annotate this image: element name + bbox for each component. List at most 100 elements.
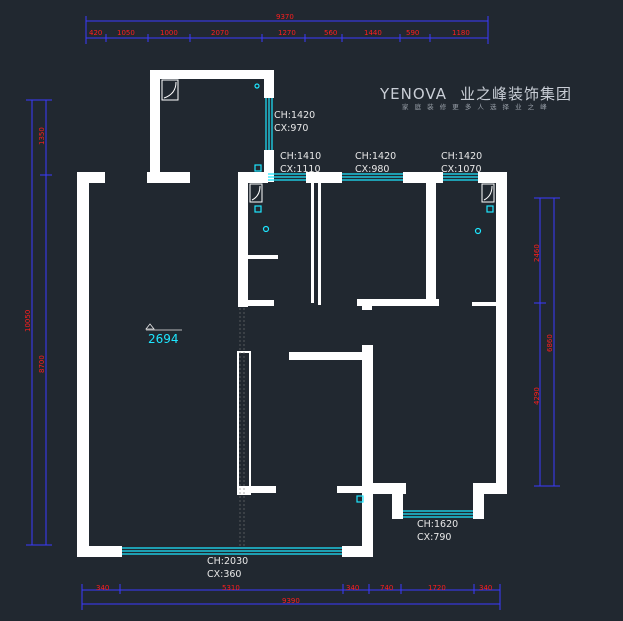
right-lower-dim: 4290 [533, 387, 541, 405]
wall-north-upper-2 [306, 172, 342, 183]
wall-stub-2 [248, 300, 274, 306]
wall-stub-4 [362, 306, 372, 310]
guide-lines [239, 308, 245, 546]
windows [122, 83, 494, 555]
wall-stub-7 [337, 486, 363, 493]
wall-bump-west [150, 70, 160, 183]
walls [77, 70, 507, 557]
wall-east [496, 172, 507, 492]
wall-partition-thin-2 [318, 183, 321, 305]
window-north-1 [268, 173, 306, 181]
wall-bay-east [473, 483, 484, 519]
top-seg-2: 1050 [117, 29, 135, 37]
wall-north-upper-3 [403, 172, 443, 183]
window-1-cx: CX:970 [274, 123, 308, 134]
window-north-2 [342, 173, 403, 181]
window-south-living [122, 547, 342, 555]
logo-brand: YENOVA [379, 85, 447, 103]
wall-bay-top-right [473, 483, 507, 494]
window-labels: CH:1420 CX:970 CH:1410 CX:1110 CH:1420 C… [207, 110, 482, 580]
pipe-shafts [161, 79, 495, 203]
window-4-cx: CX:1070 [441, 164, 482, 175]
window-bump-east [265, 98, 273, 150]
window-4-ch: CH:1420 [441, 151, 482, 162]
logo-slogan: 家 庭 装 修 更 多 人 选 择 业 之 峰 [402, 102, 549, 111]
right-dimension-chain [534, 197, 560, 487]
window-6-ch: CH:2030 [207, 556, 248, 567]
top-seg-5: 1270 [278, 29, 296, 37]
wall-stub-1 [248, 255, 278, 259]
wall-west [77, 172, 89, 557]
fixture-square-3 [486, 205, 494, 213]
wall-partition-2 [426, 183, 436, 305]
bottom-seg-5: 1720 [428, 584, 446, 592]
right-total-dim: 6860 [546, 334, 554, 352]
bottom-dimension-chain [81, 584, 501, 610]
window-south-bay [403, 510, 473, 518]
logo-name: 业之峰装饰集团 [460, 85, 572, 103]
wall-north-left [77, 172, 105, 183]
wall-bay-top-left [362, 483, 406, 494]
wall-bump-east-bottom [264, 150, 274, 182]
top-seg-7: 1440 [364, 29, 382, 37]
bottom-segment-labels: 340 5310 340 740 1720 340 [96, 584, 492, 592]
left-total-dim: 10050 [24, 310, 32, 332]
elevation-mark: 2694 [145, 323, 182, 346]
top-segment-labels: 420 1050 1000 2070 1270 560 1440 590 118… [89, 29, 470, 37]
wall-stub-3 [357, 299, 439, 306]
wall-partition-1 [238, 172, 248, 307]
window-1-ch: CH:1420 [274, 110, 315, 121]
shaft-3 [481, 183, 495, 203]
shaft-2 [249, 183, 263, 203]
bottom-total-dim: 9390 [282, 597, 300, 605]
wall-south-left [77, 546, 122, 557]
fixture-square-4 [356, 495, 364, 503]
wall-partition-thin [311, 183, 314, 303]
window-5-cx: CX:790 [417, 532, 451, 543]
top-seg-8: 590 [406, 29, 419, 37]
wall-bump-east-top [264, 70, 274, 98]
elevation-value: 2694 [148, 332, 179, 346]
window-2-ch: CH:1410 [280, 151, 321, 162]
top-seg-9: 1180 [452, 29, 470, 37]
wall-north-upper-1 [238, 172, 268, 183]
left-upper-dim: 1350 [38, 127, 46, 145]
wall-partition-east-living [362, 345, 373, 557]
window-2-cx: CX:1110 [280, 164, 321, 175]
top-seg-4: 2070 [211, 29, 229, 37]
wall-partition-mid [289, 352, 369, 360]
top-dimension-chain [85, 16, 489, 44]
shaft-1 [161, 79, 179, 101]
wall-south-mid [342, 546, 373, 557]
left-lower-dim: 8700 [38, 355, 46, 373]
bottom-seg-2: 5310 [222, 584, 240, 592]
top-total-dim: 9370 [276, 13, 294, 21]
right-upper-dim: 2460 [533, 244, 541, 262]
fixture-square-1 [254, 164, 262, 172]
bottom-seg-4: 740 [380, 584, 393, 592]
window-north-3 [443, 173, 478, 181]
top-seg-1: 420 [89, 29, 102, 37]
wall-stub-5 [472, 302, 496, 306]
window-6-cx: CX:360 [207, 569, 241, 580]
bottom-seg-6: 340 [479, 584, 492, 592]
fixture-square-2 [254, 205, 262, 213]
top-seg-6: 560 [324, 29, 337, 37]
logo: YENOVA 业之峰装饰集团 家 庭 装 修 更 多 人 选 择 业 之 峰 [379, 85, 572, 111]
fixture-dot-1 [254, 83, 260, 89]
top-seg-3: 1000 [160, 29, 178, 37]
wall-north-mid [147, 172, 190, 183]
fixture-dot-3 [474, 227, 482, 235]
window-3-cx: CX:980 [355, 164, 389, 175]
left-dimension-chain [26, 99, 52, 546]
bottom-seg-3: 340 [346, 584, 359, 592]
wall-north-upper-4 [478, 172, 507, 183]
window-5-ch: CH:1620 [417, 519, 458, 530]
fixture-dot-2 [262, 225, 270, 233]
bottom-seg-1: 340 [96, 584, 109, 592]
wall-stub-6 [238, 486, 276, 493]
wall-bump-north [150, 70, 274, 79]
wall-bay-west [392, 483, 403, 519]
